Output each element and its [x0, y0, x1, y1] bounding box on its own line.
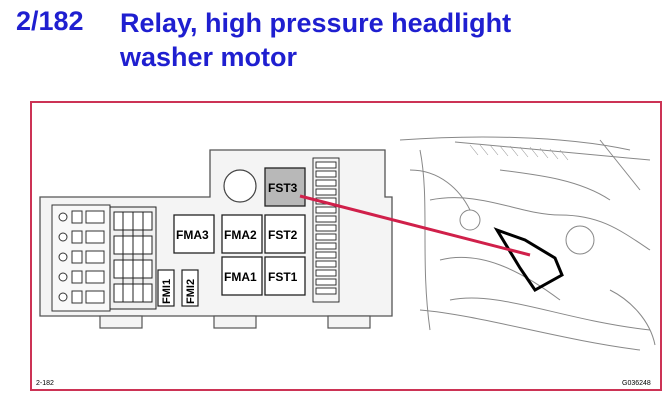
relay-fma3	[173, 214, 215, 254]
relay-fmi2-label: FMI2	[185, 279, 197, 304]
relay-fst3[interactable]	[264, 167, 306, 207]
relay-fst1-label: FST1	[268, 270, 298, 284]
relay-fma1-label: FMA1	[224, 270, 257, 284]
relay-fma3-label: FMA3	[176, 228, 209, 242]
relay-fma2	[221, 214, 263, 254]
page-title: Relay, high pressure headlight washer mo…	[120, 6, 511, 74]
title-line-1: Relay, high pressure headlight	[120, 8, 512, 38]
fuse-strip	[312, 157, 340, 303]
relay-housing-outline	[493, 227, 564, 292]
relay-fst2	[264, 214, 306, 254]
engine-grille	[469, 144, 569, 161]
title-line-2: washer motor	[120, 42, 298, 72]
fuse-array	[109, 206, 157, 310]
relay-fmi1-label: FMI1	[161, 279, 173, 304]
pointer-line	[299, 194, 531, 257]
relay-fst2-label: FST2	[268, 228, 298, 242]
relay-fmi2	[181, 269, 199, 307]
footer-left-code: 2-182	[36, 380, 54, 387]
relay-fma2-label: FMA2	[224, 228, 257, 242]
relay-fst3-label: FST3	[268, 181, 298, 195]
mount-tab	[99, 315, 143, 329]
round-socket	[223, 169, 257, 203]
mount-tab	[213, 315, 257, 329]
section-number: 2/182	[16, 6, 84, 36]
relay-fst1	[264, 256, 306, 296]
engine-bay-illustration	[399, 136, 656, 351]
relay-fma1	[221, 256, 263, 296]
footer-right-code: G036248	[622, 380, 651, 387]
mount-tab	[327, 315, 371, 329]
left-connector	[51, 204, 111, 312]
relay-fmi1	[157, 269, 175, 307]
